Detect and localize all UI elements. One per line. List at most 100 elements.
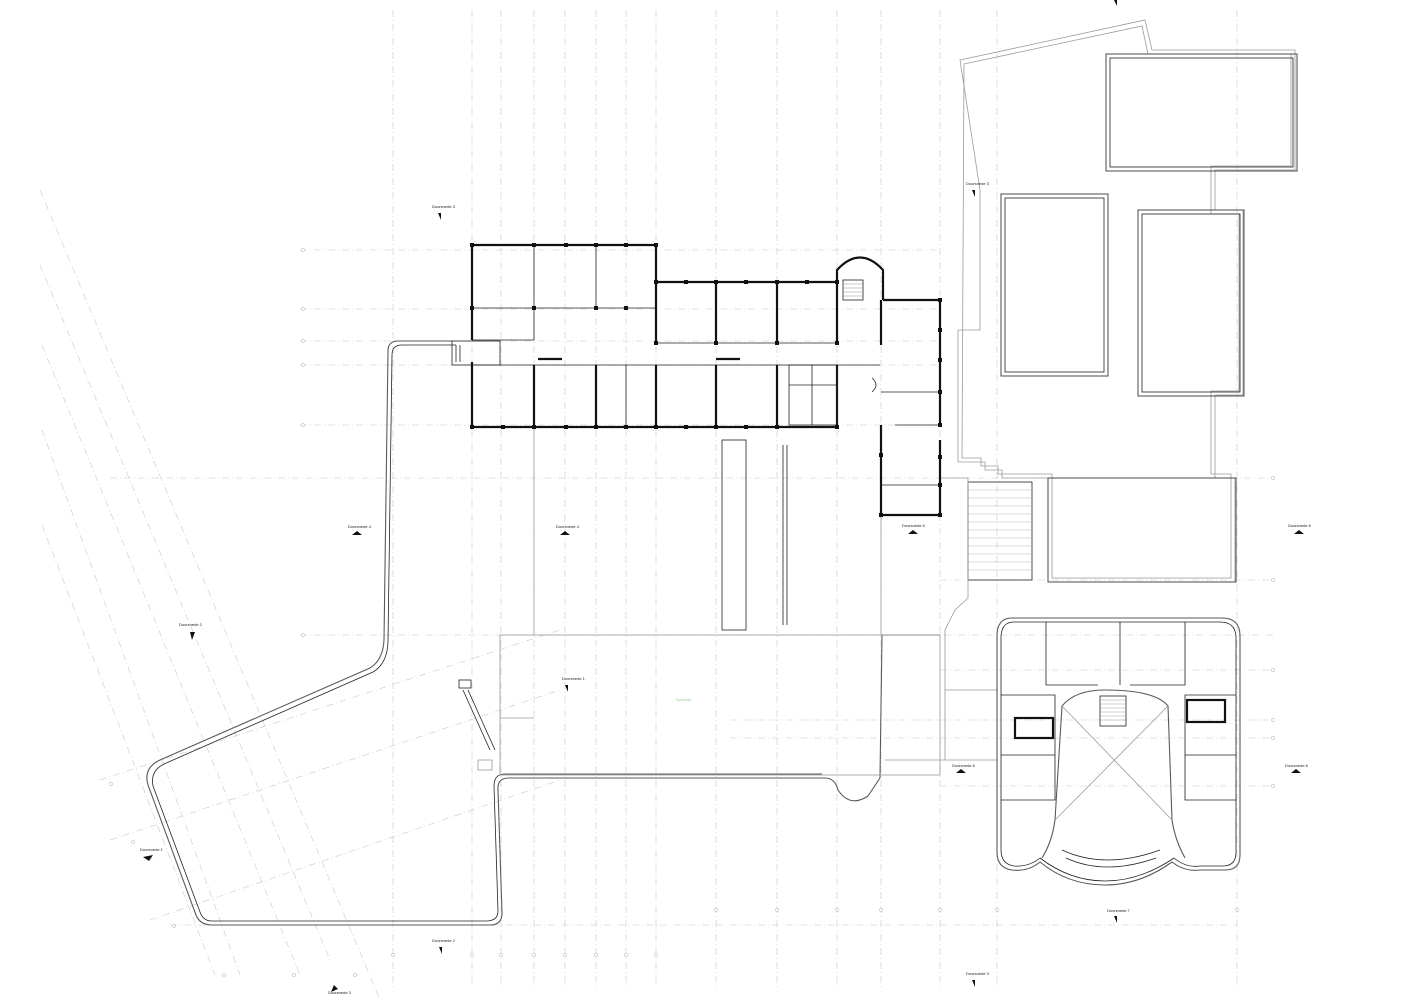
svg-text:Doorsnede 4: Doorsnede 4	[348, 524, 372, 529]
grid-bubble-icon	[1271, 736, 1275, 740]
grid-bubble-icon	[532, 953, 536, 957]
section-marker-doorsnede-6-right: Doorsnede 6	[1288, 523, 1312, 534]
grid-bubble-icon	[714, 908, 718, 912]
grid-bubble-icon	[1235, 908, 1239, 912]
stair-tower	[835, 256, 885, 300]
grid-bubble-icon	[563, 953, 567, 957]
svg-text:Doorsnede 3: Doorsnede 3	[328, 990, 352, 995]
ramp-hatch	[967, 481, 1033, 581]
section-marker-doorsnede-3-bottom-right: Doorsnede 3	[966, 971, 990, 987]
site-outlines	[957, 19, 1298, 583]
grid-bubble-icon	[301, 363, 305, 367]
grid-bubble-icon	[391, 953, 395, 957]
building-block-b	[1000, 193, 1109, 377]
toilet-block	[788, 364, 838, 426]
grid-bubble-icon	[301, 307, 305, 311]
section-marker-doorsnede-3-top: Doorsnede 3	[432, 204, 456, 220]
stair-icon	[842, 279, 864, 301]
inner-corridor	[721, 439, 747, 631]
grid-bubble-icon	[594, 953, 598, 957]
section-marker-icon	[565, 685, 568, 692]
grid-bubble-icon	[938, 908, 942, 912]
grid-bubble-icon	[1271, 784, 1275, 788]
section-marker-doorsnede-6-mid: Doorsnede 6	[902, 523, 926, 534]
school-wing	[451, 243, 942, 517]
grid-bubble-icon	[1271, 476, 1275, 480]
section-marker-doorsnede-6-auditorium: Doorsnede 6	[952, 763, 976, 773]
section-marker-icon	[972, 190, 975, 197]
svg-text:Doorsnede 1: Doorsnede 1	[140, 847, 164, 852]
svg-text:Doorsnede 3: Doorsnede 3	[966, 971, 990, 976]
grid-bubble-icon	[301, 633, 305, 637]
section-marker-icon	[908, 530, 918, 534]
grid-bubbles	[109, 248, 1275, 977]
grid-bubble-icon	[131, 840, 135, 844]
grid-bubble-icon	[172, 924, 176, 928]
svg-text:Doorsnede 6: Doorsnede 6	[952, 763, 976, 768]
building-block-d	[1047, 477, 1237, 583]
svg-text:Doorsnede 6: Doorsnede 6	[1285, 763, 1309, 768]
entrance	[451, 340, 501, 366]
svg-text:Doorsnede 6: Doorsnede 6	[1288, 523, 1312, 528]
section-marker-doorsnede-3-right: Doorsnede 3	[966, 181, 990, 197]
section-marker-icon	[1294, 530, 1304, 534]
grid-bubble-icon	[301, 248, 305, 252]
section-marker-icon	[190, 632, 195, 640]
svg-text:Doorsnede 3: Doorsnede 3	[432, 204, 456, 209]
grid-bubble-icon	[1271, 578, 1275, 582]
section-marker-doorsnede-3-bottom: Doorsnede 3	[328, 985, 352, 995]
building-block-c	[1137, 209, 1245, 397]
section-marker-icon	[331, 985, 338, 992]
grid-bubble-icon	[654, 953, 658, 957]
section-marker-icon	[438, 213, 441, 220]
grid-bubble-icon	[775, 908, 779, 912]
structural-columns	[470, 243, 942, 517]
stair-icon	[1099, 695, 1127, 727]
section-marker-icon	[956, 769, 966, 773]
grid-bubble-icon	[301, 423, 305, 427]
svg-text:Doorsnede 6: Doorsnede 6	[902, 523, 926, 528]
section-marker-doorsnede-1-center: Doorsnede 1	[562, 676, 586, 692]
grid-bubble-icon	[995, 908, 999, 912]
grid-bubble-icon	[353, 973, 357, 977]
section-markers: Doorsnede 3 Doorsnede 3 Doorsnede 4 Door…	[140, 0, 1312, 995]
section-marker-doorsnede-4-center: Doorsnede 4	[556, 524, 580, 535]
section-marker-icon	[972, 980, 975, 987]
grid-lines	[39, 10, 1275, 1000]
grid-bubble-icon	[222, 973, 226, 977]
section-marker-icon	[1291, 769, 1301, 773]
section-marker-icon	[1114, 0, 1117, 6]
hall-annotation: Sporthal	[676, 697, 691, 702]
grid-bubble-icon	[470, 953, 474, 957]
section-marker-icon	[352, 531, 362, 535]
grid-bubble-icon	[1271, 668, 1275, 672]
central-hall	[499, 634, 941, 776]
section-marker-icon	[1114, 916, 1117, 923]
svg-text:Doorsnede 2: Doorsnede 2	[432, 938, 456, 943]
section-marker-doorsnede-7: Doorsnede 7	[1107, 908, 1131, 923]
svg-text:Doorsnede 2: Doorsnede 2	[179, 622, 203, 627]
auditorium-building	[996, 617, 1241, 886]
grid-bubble-icon	[292, 973, 296, 977]
stair-core-left	[1013, 716, 1055, 740]
grid-bubble-icon	[109, 782, 113, 786]
svg-text:Doorsnede 4: Doorsnede 4	[556, 524, 580, 529]
grid-bubble-icon	[879, 908, 883, 912]
grid-bubble-icon	[835, 908, 839, 912]
section-marker-doorsnede-4-left: Doorsnede 4	[348, 524, 372, 535]
stair-core-right	[1185, 698, 1227, 724]
grid-bubble-icon	[499, 953, 503, 957]
section-marker-icon	[560, 531, 570, 535]
section-marker-doorsnede-1-left: Doorsnede 1	[140, 847, 164, 861]
building-block-a	[1105, 53, 1298, 172]
grid-bubble-icon	[624, 953, 628, 957]
grid-bubble-icon	[301, 339, 305, 343]
svg-text:Doorsnede 7: Doorsnede 7	[1107, 908, 1131, 913]
section-marker-icon	[439, 947, 442, 954]
ground-floor-outline	[146, 340, 998, 926]
svg-text:Doorsnede 3: Doorsnede 3	[966, 181, 990, 186]
section-marker-icon	[143, 855, 153, 861]
section-marker-doorsnede-6-far-right: Doorsnede 6	[1285, 763, 1309, 773]
grid-bubble-icon	[1271, 718, 1275, 722]
